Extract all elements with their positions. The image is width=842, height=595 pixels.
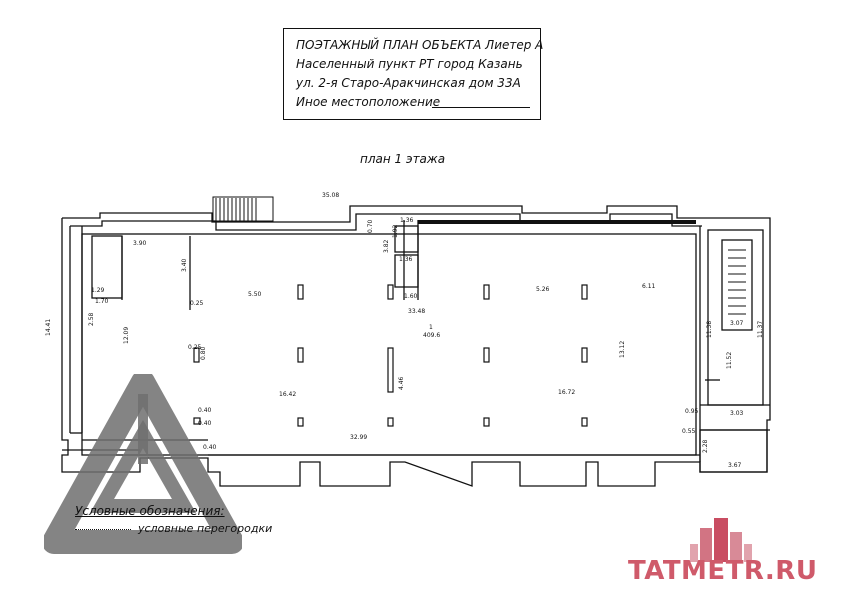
dim-label: 0.95 <box>685 408 699 415</box>
stamp-line-object: ПОЭТАЖНЫЙ ПЛАН ОБЪЕКТА Лиетер А <box>296 38 544 52</box>
room-number: 1 <box>429 324 433 331</box>
dim-label: 0.70 <box>367 219 374 233</box>
dim-label: 6.11 <box>642 283 656 290</box>
dim-label: 16.42 <box>279 391 296 398</box>
dim-label: 0.80 <box>200 346 207 360</box>
dim-label: 2.28 <box>702 439 709 453</box>
legend-partition-label: условные перегородки <box>138 522 273 535</box>
location-underline <box>432 107 530 108</box>
dim-label: 0.25 <box>190 300 204 307</box>
dim-label: 3.90 <box>133 240 147 247</box>
dim-label: 0.25 <box>188 344 202 351</box>
dim-label: 1.60 <box>404 293 418 300</box>
dim-label: 3.82 <box>383 239 390 253</box>
dim-label: 16.72 <box>558 389 575 396</box>
dim-label: 11.38 <box>706 321 713 338</box>
stamp-line-address: ул. 2-я Старо-Аракчинская дом 33А <box>296 76 521 90</box>
dim-label: 2.58 <box>88 312 95 326</box>
dim-label: 3.03 <box>730 410 744 417</box>
dim-label: 4.46 <box>398 376 405 390</box>
dim-label: 1.36 <box>400 217 414 224</box>
columns <box>193 284 588 427</box>
dimension-labels: 35.08 3.90 3.40 5.50 0.25 14.41 2.58 12.… <box>45 192 764 469</box>
dim-label: 3.40 <box>181 258 188 272</box>
stamp-line-city: Населенный пункт РТ город Казань <box>296 57 523 71</box>
dim-label: 0.55 <box>682 428 696 435</box>
partition-dash-sample <box>75 529 131 530</box>
dim-label: 0.40 <box>198 420 212 427</box>
dim-label: 5.26 <box>536 286 550 293</box>
dim-label: 14.41 <box>45 319 52 336</box>
title-stamp-frame: ПОЭТАЖНЫЙ ПЛАН ОБЪЕКТА Лиетер А Населенн… <box>283 28 544 120</box>
dim-label: 32.99 <box>350 434 367 441</box>
dim-label: 33.48 <box>408 308 425 315</box>
dim-label: 13.12 <box>619 341 626 358</box>
dim-label: 3.07 <box>730 320 744 327</box>
stair-hatch <box>212 196 746 315</box>
room-area: 409.6 <box>423 332 440 339</box>
dim-label: 5.50 <box>248 291 262 298</box>
tatmetr-building-logo <box>690 518 752 562</box>
dim-label: 12.09 <box>123 327 130 344</box>
dim-label: 3.67 <box>728 462 742 469</box>
plan-walls <box>61 205 771 487</box>
dim-label: 11.52 <box>726 352 733 369</box>
dim-label: 1.92 <box>392 224 399 238</box>
dim-label: 0.40 <box>203 444 217 451</box>
plan-subtitle: план 1 этажа <box>360 152 446 166</box>
dim-label: 11.37 <box>757 321 764 338</box>
legend-title: Условные обозначения: <box>75 504 225 518</box>
tatmetr-watermark-text: TATMETR.RU <box>628 556 818 586</box>
dim-label: 35.08 <box>322 192 339 199</box>
dim-label: 1.36 <box>399 256 413 263</box>
triangle-logo-watermark <box>44 374 242 554</box>
dim-label: 1.70 <box>95 298 109 305</box>
dim-label: 1.29 <box>91 287 105 294</box>
stamp-line-location: Иное местоположение <box>296 95 441 109</box>
dim-label: 0.40 <box>198 407 212 414</box>
